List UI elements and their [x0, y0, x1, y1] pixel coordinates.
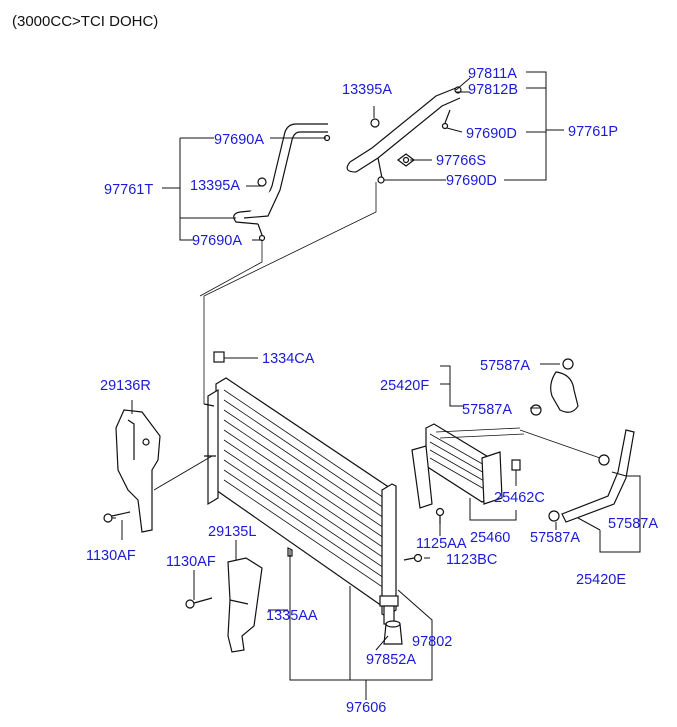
label-25420f[interactable]: 25420F [380, 378, 429, 394]
label-97766s[interactable]: 97766S [436, 153, 486, 169]
label-97812b[interactable]: 97812B [468, 82, 518, 98]
label-29136r[interactable]: 29136R [100, 378, 151, 394]
label-97690d-bot[interactable]: 97690D [446, 173, 497, 189]
label-1130af-2[interactable]: 1130AF [166, 554, 216, 570]
hose-25420f [530, 358, 579, 416]
label-1335aa[interactable]: 1335AA [266, 608, 318, 624]
part-labels: 97811A 97812B 13395A 97690A 97690D 97761… [86, 66, 658, 716]
label-13395a-left[interactable]: 13395A [190, 178, 240, 194]
clip-1334ca [213, 351, 225, 363]
inlet-line-2 [199, 240, 263, 297]
pipe-97761p [346, 86, 462, 184]
label-97852a[interactable]: 97852A [366, 652, 416, 668]
bolt-1130af-1 [103, 511, 131, 523]
clip-25462c [511, 459, 521, 471]
label-97761t[interactable]: 97761T [104, 182, 153, 198]
label-57587a-4[interactable]: 57587A [530, 530, 580, 546]
hose-25420e [519, 429, 635, 523]
label-97606[interactable]: 97606 [346, 700, 386, 716]
label-97802[interactable]: 97802 [412, 634, 452, 650]
condenser-core [203, 377, 399, 625]
bolt-1123bc [403, 553, 423, 563]
bracket-29136r [115, 409, 161, 533]
leader-lines [112, 71, 641, 700]
label-57587a-3[interactable]: 57587A [608, 516, 658, 532]
label-97690a-bot[interactable]: 97690A [192, 233, 242, 249]
engine-spec-header: (3000CC>TCI DOHC) [12, 13, 158, 30]
label-97690a-top[interactable]: 97690A [214, 132, 264, 148]
label-97761p[interactable]: 97761P [568, 124, 618, 140]
label-25460[interactable]: 25460 [470, 530, 510, 546]
label-25420e[interactable]: 25420E [576, 572, 626, 588]
label-29135l[interactable]: 29135L [208, 524, 256, 540]
label-97811a[interactable]: 97811A [468, 66, 517, 82]
label-1334ca[interactable]: 1334CA [262, 351, 315, 367]
label-25462c[interactable]: 25462C [494, 490, 545, 506]
label-97690d-top[interactable]: 97690D [466, 126, 517, 142]
label-1123bc[interactable]: 1123BC [446, 552, 497, 568]
inlet-line [203, 182, 377, 404]
label-13395a-top[interactable]: 13395A [342, 82, 392, 98]
label-1130af-1[interactable]: 1130AF [86, 548, 136, 564]
bracket-29135l [227, 557, 263, 653]
oil-cooler-25460 [411, 423, 525, 509]
label-57587a-2[interactable]: 57587A [462, 402, 512, 418]
bolt-13395a-top [370, 118, 380, 128]
dryer-cap-97852a [383, 620, 403, 645]
bolt-1130af-2 [185, 597, 213, 609]
label-1125aa[interactable]: 1125AA [416, 536, 467, 552]
label-57587a-1[interactable]: 57587A [480, 358, 530, 374]
